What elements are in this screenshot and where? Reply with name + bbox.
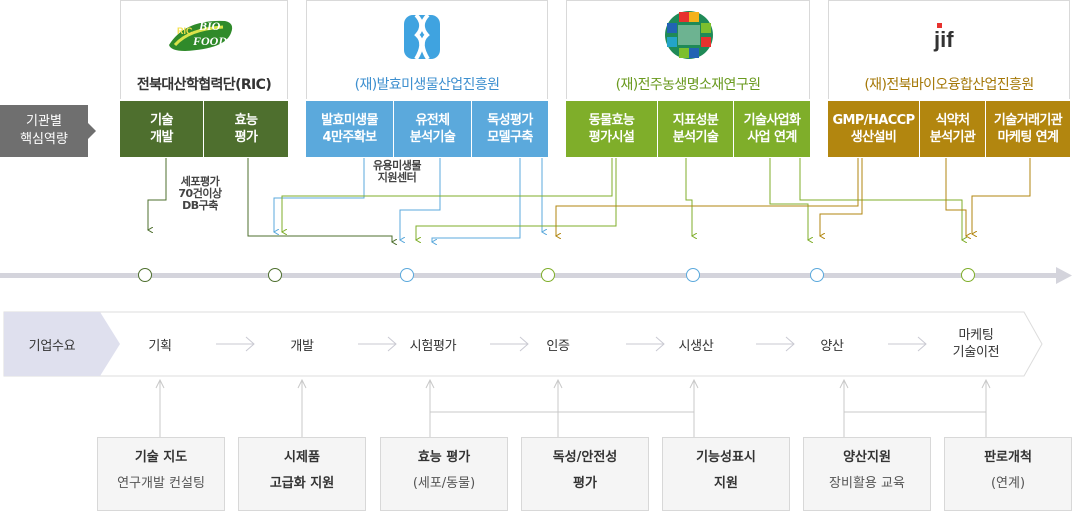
timeline-node (541, 268, 555, 282)
capability-box: 기술사업화 사업 연계 (734, 101, 810, 157)
flow-stage: 마케팅 기술이전 (952, 328, 1000, 360)
connector-ric-tech (148, 158, 167, 230)
org-title: 전북대산학협력단(RIC) (136, 77, 272, 93)
capability-box: 기술 개발 (120, 101, 204, 157)
timeline-node (400, 268, 414, 282)
support-connectors (155, 378, 991, 437)
support-box: 효능 평가(세포/동물) (380, 437, 508, 511)
connector-jn-2 (416, 158, 617, 240)
org-card-ric: RIC BIO FOOD 전북대산학협력단(RIC) (120, 0, 288, 99)
connector-jn-5 (799, 158, 962, 240)
timeline-node (138, 268, 152, 282)
capability-box: 효능 평가 (204, 101, 288, 157)
capability-box: 독성평가 모델구축 (472, 101, 548, 157)
globe-logo (665, 11, 713, 59)
connector-bio-2 (820, 158, 863, 236)
timeline-node (810, 268, 824, 282)
capability-box: 지표성분 분석기술 (658, 101, 734, 157)
flow-stage: 기획 (148, 339, 172, 354)
org-card-bio: jif (재)전북바이오융합산업진흥원 (828, 0, 1070, 99)
note-micro: 유용미생물 지원센터 (372, 159, 422, 184)
note-ric: 세포평가 70건이상 DB구축 (178, 175, 222, 212)
capability-box: 식약처 분석기관 (920, 101, 986, 157)
ric-biofood-logo: RIC BIO FOOD (169, 19, 233, 51)
connector-bio-1 (556, 158, 859, 236)
connector-micro-2 (400, 158, 441, 240)
connector-micro-1 (274, 158, 365, 232)
flow-start (4, 312, 120, 376)
timeline-bar (0, 273, 1060, 278)
flow-stage: 시생산 (678, 339, 714, 354)
capability-box: 발효미생물 4만주확보 (306, 101, 394, 157)
jif-logo: jif (933, 23, 954, 52)
svg-text:RIC: RIC (177, 26, 193, 36)
capability-box: GMP/HACCP 생산설비 (828, 101, 920, 157)
flow-start-label: 기업수요 (28, 339, 76, 354)
capability-box: 동물효능 평가시설 (566, 101, 658, 157)
fermentation-logo (404, 13, 440, 61)
timeline-arrowhead (1056, 267, 1072, 284)
capability-box: 기술거래기관 마케팅 연계 (986, 101, 1070, 157)
timeline-node (268, 268, 282, 282)
org-title: (재)전북바이오융합산업진흥원 (864, 77, 1034, 93)
org-title: (재)전주농생명소재연구원 (615, 77, 761, 93)
connector-bio-4 (972, 158, 1031, 234)
org-card-micro: (재)발효미생물산업진흥원 (306, 0, 548, 99)
flow-stage: 양산 (820, 339, 844, 354)
svg-text:BIO: BIO (198, 19, 221, 33)
flow-stage: 인증 (546, 339, 570, 354)
svg-text:FOOD: FOOD (192, 34, 227, 48)
connector-bio-3 (945, 158, 966, 236)
org-card-jnbio: (재)전주농생명소재연구원 (566, 0, 810, 99)
timeline-node (686, 268, 700, 282)
flow-stage: 개발 (290, 339, 314, 354)
flow-arrows (216, 336, 927, 352)
connector-jn-3 (685, 158, 692, 236)
capability-box: 유전체 분석기술 (394, 101, 472, 157)
svg-text:jif: jif (933, 27, 954, 52)
connector-ric-eff (247, 158, 392, 242)
connector-jn-1 (282, 158, 613, 232)
connector-micro-3 (432, 158, 521, 242)
org-title: (재)발효미생물산업진흥원 (354, 77, 500, 93)
connector-jn-4 (769, 158, 808, 240)
timeline-node (961, 268, 975, 282)
side-label: 기관별 핵심역량 (0, 105, 96, 157)
flow-stage: 시험평가 (409, 339, 457, 354)
support-box: 판로개척(연계) (944, 437, 1072, 511)
